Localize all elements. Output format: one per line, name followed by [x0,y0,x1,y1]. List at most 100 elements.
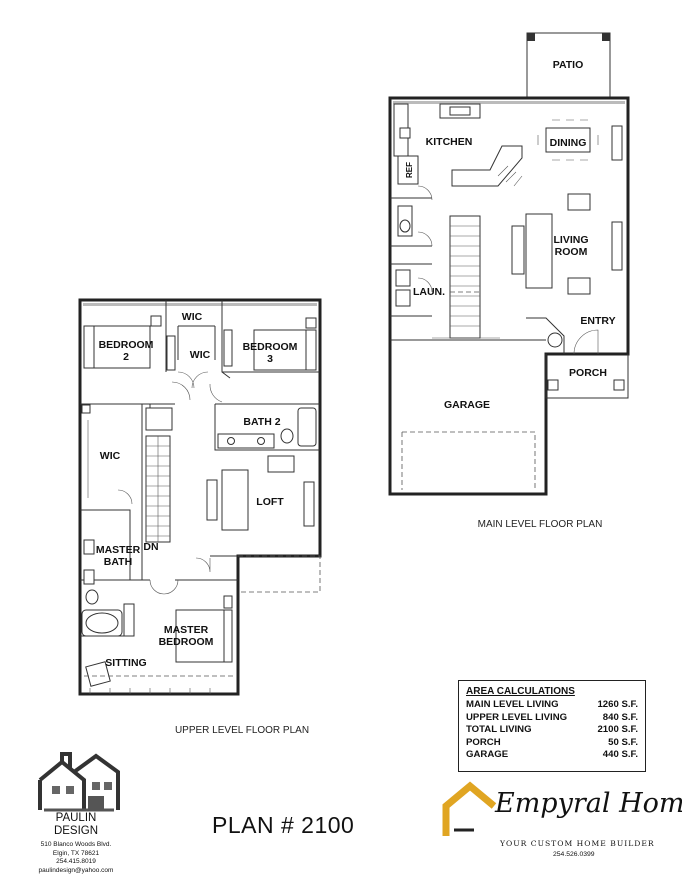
area-row: GARAGE 440 S.F. [466,749,638,762]
label-stair-dn: DN [143,541,158,553]
washer [395,289,411,307]
linen-closet [145,407,173,431]
area-calculations-title: AREA CALCULATIONS [466,686,575,697]
entry-column [547,332,563,348]
dining-window-seat [611,125,623,161]
living-console [611,221,623,271]
label-living-2: ROOM [555,246,588,258]
loft-console [303,481,315,527]
area-row-value: 440 S.F. [602,749,638,761]
area-row-value: 2100 S.F. [597,724,638,736]
dining-table [545,127,591,153]
area-row-value: 840 S.F. [602,711,638,723]
loft-door-swing [195,557,211,573]
master-door-swings [149,579,179,595]
upper-corner-post [81,404,91,414]
entry-closet-wall [526,317,565,354]
master-nightstand [223,595,233,609]
designer-address2: Elgin, TX 78621 [52,849,100,857]
upper-room-labels: BEDROOM 2 WIC WIC BEDROOM 3 BATH 2 WIC L… [96,311,309,736]
master-toilet [85,589,99,605]
builder-phone: 254.526.0399 [553,851,595,858]
wall-wic-left [80,509,131,580]
loft-table [206,479,218,521]
wic-left-door [117,489,133,505]
wall-bath2 [214,403,320,451]
living-chair-2 [567,277,591,295]
label-bath2: BATH 2 [243,416,280,428]
area-row: MAIN LEVEL LIVING 1260 S.F. [466,699,638,712]
living-chair-1 [567,193,591,211]
area-row-label: UPPER LEVEL LIVING [466,711,568,723]
area-row: UPPER LEVEL LIVING 840 S.F. [466,712,638,725]
label-sitting: SITTING [105,657,146,669]
label-entry: ENTRY [580,315,615,327]
sitting-chair [85,661,111,687]
bed3-closet-door [223,329,233,367]
loft-chair [267,455,295,473]
upper-level-caption: UPPER LEVEL FLOOR PLAN [175,725,309,736]
label-wic-top: WIC [182,311,203,323]
label-bedroom3-1: BEDROOM [243,341,298,353]
porch-post-1 [547,379,559,391]
area-calculations-table: AREA CALCULATIONS MAIN LEVEL LIVING 1260… [458,680,646,772]
designer-address1: 510 Blanco Woods Blvd. [40,841,112,848]
designer-phone: 254.415.8019 [56,858,96,865]
kitchen-range [399,127,411,139]
area-row-label: MAIN LEVEL LIVING [466,699,559,710]
roof-logo-icon [442,781,497,836]
bath2-tub [297,407,317,447]
label-loft: LOFT [256,496,284,508]
refrigerator [397,155,419,185]
label-living-1: LIVING [553,234,588,246]
master-sink-2 [83,569,95,585]
upper-wall-shade [83,303,317,306]
master-tub-basin [85,612,119,634]
master-headboard [223,609,233,663]
label-master-bath-1: MASTER [96,544,141,556]
upper-deck-outline [238,555,321,593]
kitchen-sink [449,106,471,116]
label-dining: DINING [550,137,587,149]
area-row-value: 50 S.F. [608,736,638,748]
porch-outline [545,354,629,399]
label-garage: GARAGE [444,399,490,411]
powder-door-swings [417,185,433,247]
bed3-nightstand [305,317,317,329]
bed2-nightstand [150,315,162,327]
kitchen-island [451,145,523,187]
bed3-headboard [305,329,317,371]
label-patio: PATIO [553,59,584,71]
house-logo-icon [38,752,120,812]
designer-name-line1: PAULIN [55,812,97,824]
label-master-bedroom-1: MASTER [164,624,209,636]
bedroom-door-swings [171,381,223,403]
powder-walls [390,197,432,247]
bath2-sink-1 [227,437,235,445]
porch-post-2 [613,379,625,391]
main-level-plan [388,32,630,496]
area-row-label: TOTAL LIVING [466,724,532,736]
bath2-toilet [280,428,294,444]
master-shower [123,603,135,637]
area-row: TOTAL LIVING 2100 S.F. [466,724,638,737]
window-mullions [89,688,211,694]
dryer [395,269,411,287]
area-row-value: 1260 S.F. [597,699,638,710]
patio-post-2 [602,33,610,41]
label-kitchen: KITCHEN [426,136,473,148]
label-bedroom3-2: 3 [267,353,273,365]
designer-email: paulindesign@yahoo.com [38,866,114,874]
area-row-label: PORCH [466,736,501,748]
entry-door-swing [573,329,599,355]
dining-chairs [537,119,599,161]
label-wic-mid: WIC [190,349,211,361]
label-laun: LAUN. [413,286,445,298]
label-bedroom2-2: 2 [123,351,129,363]
garage-door-outline [401,431,536,490]
plan-number: PLAN # 2100 [212,812,355,838]
label-master-bedroom-2: BEDROOM [159,636,214,648]
area-row: PORCH 50 S.F. [466,737,638,750]
bed2-closet-door [166,335,176,371]
main-wall-shade [393,101,625,104]
